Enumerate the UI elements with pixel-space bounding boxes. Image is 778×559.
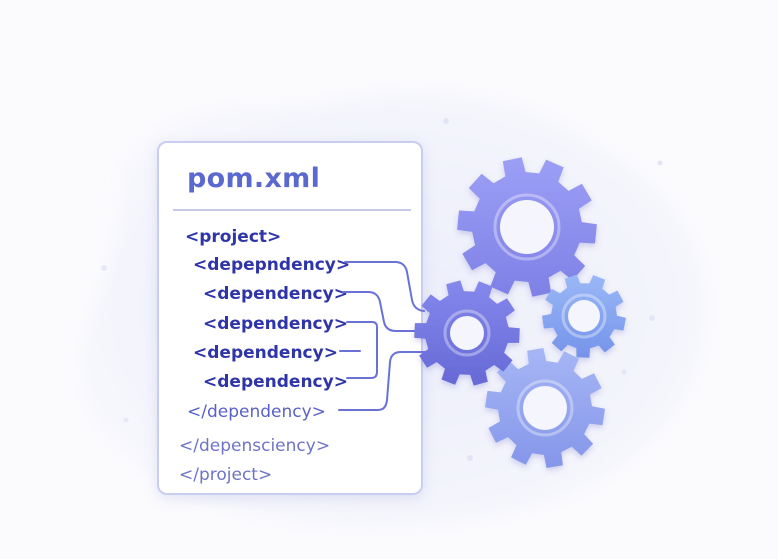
gear-ring: [443, 309, 491, 357]
code-line-dependency-5: <dependency>: [203, 372, 348, 392]
gear-ring: [516, 379, 574, 437]
decor-dot: [649, 315, 655, 321]
title-divider: [173, 209, 411, 211]
gear-hole: [500, 200, 554, 254]
gear-hole: [523, 386, 567, 430]
code-line-project-open: <project>: [185, 227, 282, 247]
connector-line: [342, 291, 425, 332]
gear-icon: [485, 348, 605, 468]
code-line-dependency-close: </dependency>: [187, 402, 326, 422]
gear-icon: [457, 157, 597, 297]
gear-icon: [542, 274, 626, 358]
connector-lines: [338, 261, 427, 411]
file-title: pom.xml: [187, 163, 321, 194]
gear-hole: [568, 300, 600, 332]
gear-hole: [450, 316, 484, 350]
code-line-dependency-4: <dependency>: [193, 343, 338, 363]
code-line-project-close: </project>: [179, 465, 273, 485]
gear-icon: [414, 280, 520, 386]
connector-line: [344, 261, 425, 312]
pom-file-card: pom.xml <project> <depepndency> <depende…: [157, 141, 423, 495]
decor-dot: [621, 369, 627, 375]
code-line-dependency-1: <depepndency>: [193, 255, 351, 275]
decor-dot: [443, 118, 449, 124]
gear-ring: [493, 193, 561, 261]
gear-ring: [561, 293, 607, 339]
decor-dot: [467, 455, 473, 461]
code-line-dependency-2: <dependency>: [203, 284, 348, 304]
code-line-dependencies-close: </depensciency>: [179, 436, 331, 456]
decor-dot: [123, 417, 129, 423]
decor-dot: [101, 265, 107, 271]
connector-line: [338, 351, 427, 411]
code-line-dependency-3: <dependency>: [203, 314, 348, 334]
decor-dot: [657, 160, 663, 166]
connector-line: [346, 321, 378, 379]
